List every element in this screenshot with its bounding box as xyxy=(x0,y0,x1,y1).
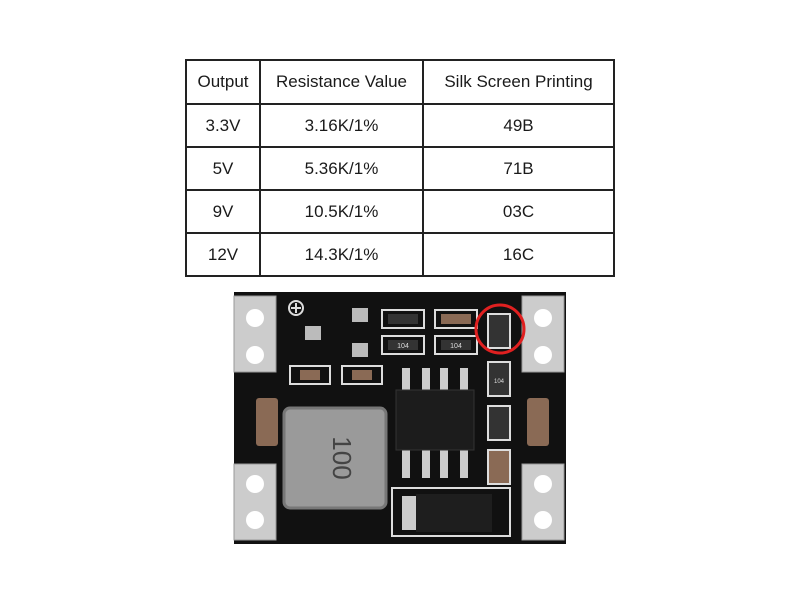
table-row: 5V 5.36K/1% 71B xyxy=(185,146,615,191)
cell-resistance: 14.3K/1% xyxy=(259,232,424,277)
table-row: 12V 14.3K/1% 16C xyxy=(185,232,615,277)
highlight-circle xyxy=(474,303,526,355)
cell-output: 3.3V xyxy=(185,103,261,148)
header-silk-screen: Silk Screen Printing xyxy=(422,59,615,105)
inductor-marking: 100 xyxy=(327,436,357,479)
header-resistance: Resistance Value xyxy=(259,59,424,105)
table-row: 3.3V 3.16K/1% 49B xyxy=(185,103,615,148)
resistor-marking: 104 xyxy=(494,379,505,385)
cell-resistance: 3.16K/1% xyxy=(259,103,424,148)
header-output: Output xyxy=(185,59,261,105)
table-row: 9V 10.5K/1% 03C xyxy=(185,189,615,234)
small-pads xyxy=(305,308,368,357)
plus-mark-icon xyxy=(288,300,304,316)
capacitor xyxy=(256,398,278,446)
cell-output: 12V xyxy=(185,232,261,277)
resistor-marking: 104 xyxy=(450,343,462,350)
cell-resistance: 10.5K/1% xyxy=(259,189,424,234)
plus-mark-cross xyxy=(291,303,301,313)
table-header-row: Output Resistance Value Silk Screen Prin… xyxy=(185,59,615,105)
diode xyxy=(391,487,511,537)
cell-output: 9V xyxy=(185,189,261,234)
inductor: 100 xyxy=(282,406,388,510)
through-holes xyxy=(246,309,552,529)
cell-output: 5V xyxy=(185,146,261,191)
cell-silk: 03C xyxy=(422,189,615,234)
pcb-photo: 104 104 104 100 xyxy=(233,292,566,544)
ic-chip xyxy=(395,368,475,478)
resistor-table: Output Resistance Value Silk Screen Prin… xyxy=(185,59,615,277)
resistors: 104 104 104 xyxy=(289,309,511,485)
cell-silk: 71B xyxy=(422,146,615,191)
capacitor xyxy=(527,398,549,446)
cell-resistance: 5.36K/1% xyxy=(259,146,424,191)
resistor-marking: 104 xyxy=(397,343,409,350)
cell-silk: 16C xyxy=(422,232,615,277)
cell-silk: 49B xyxy=(422,103,615,148)
